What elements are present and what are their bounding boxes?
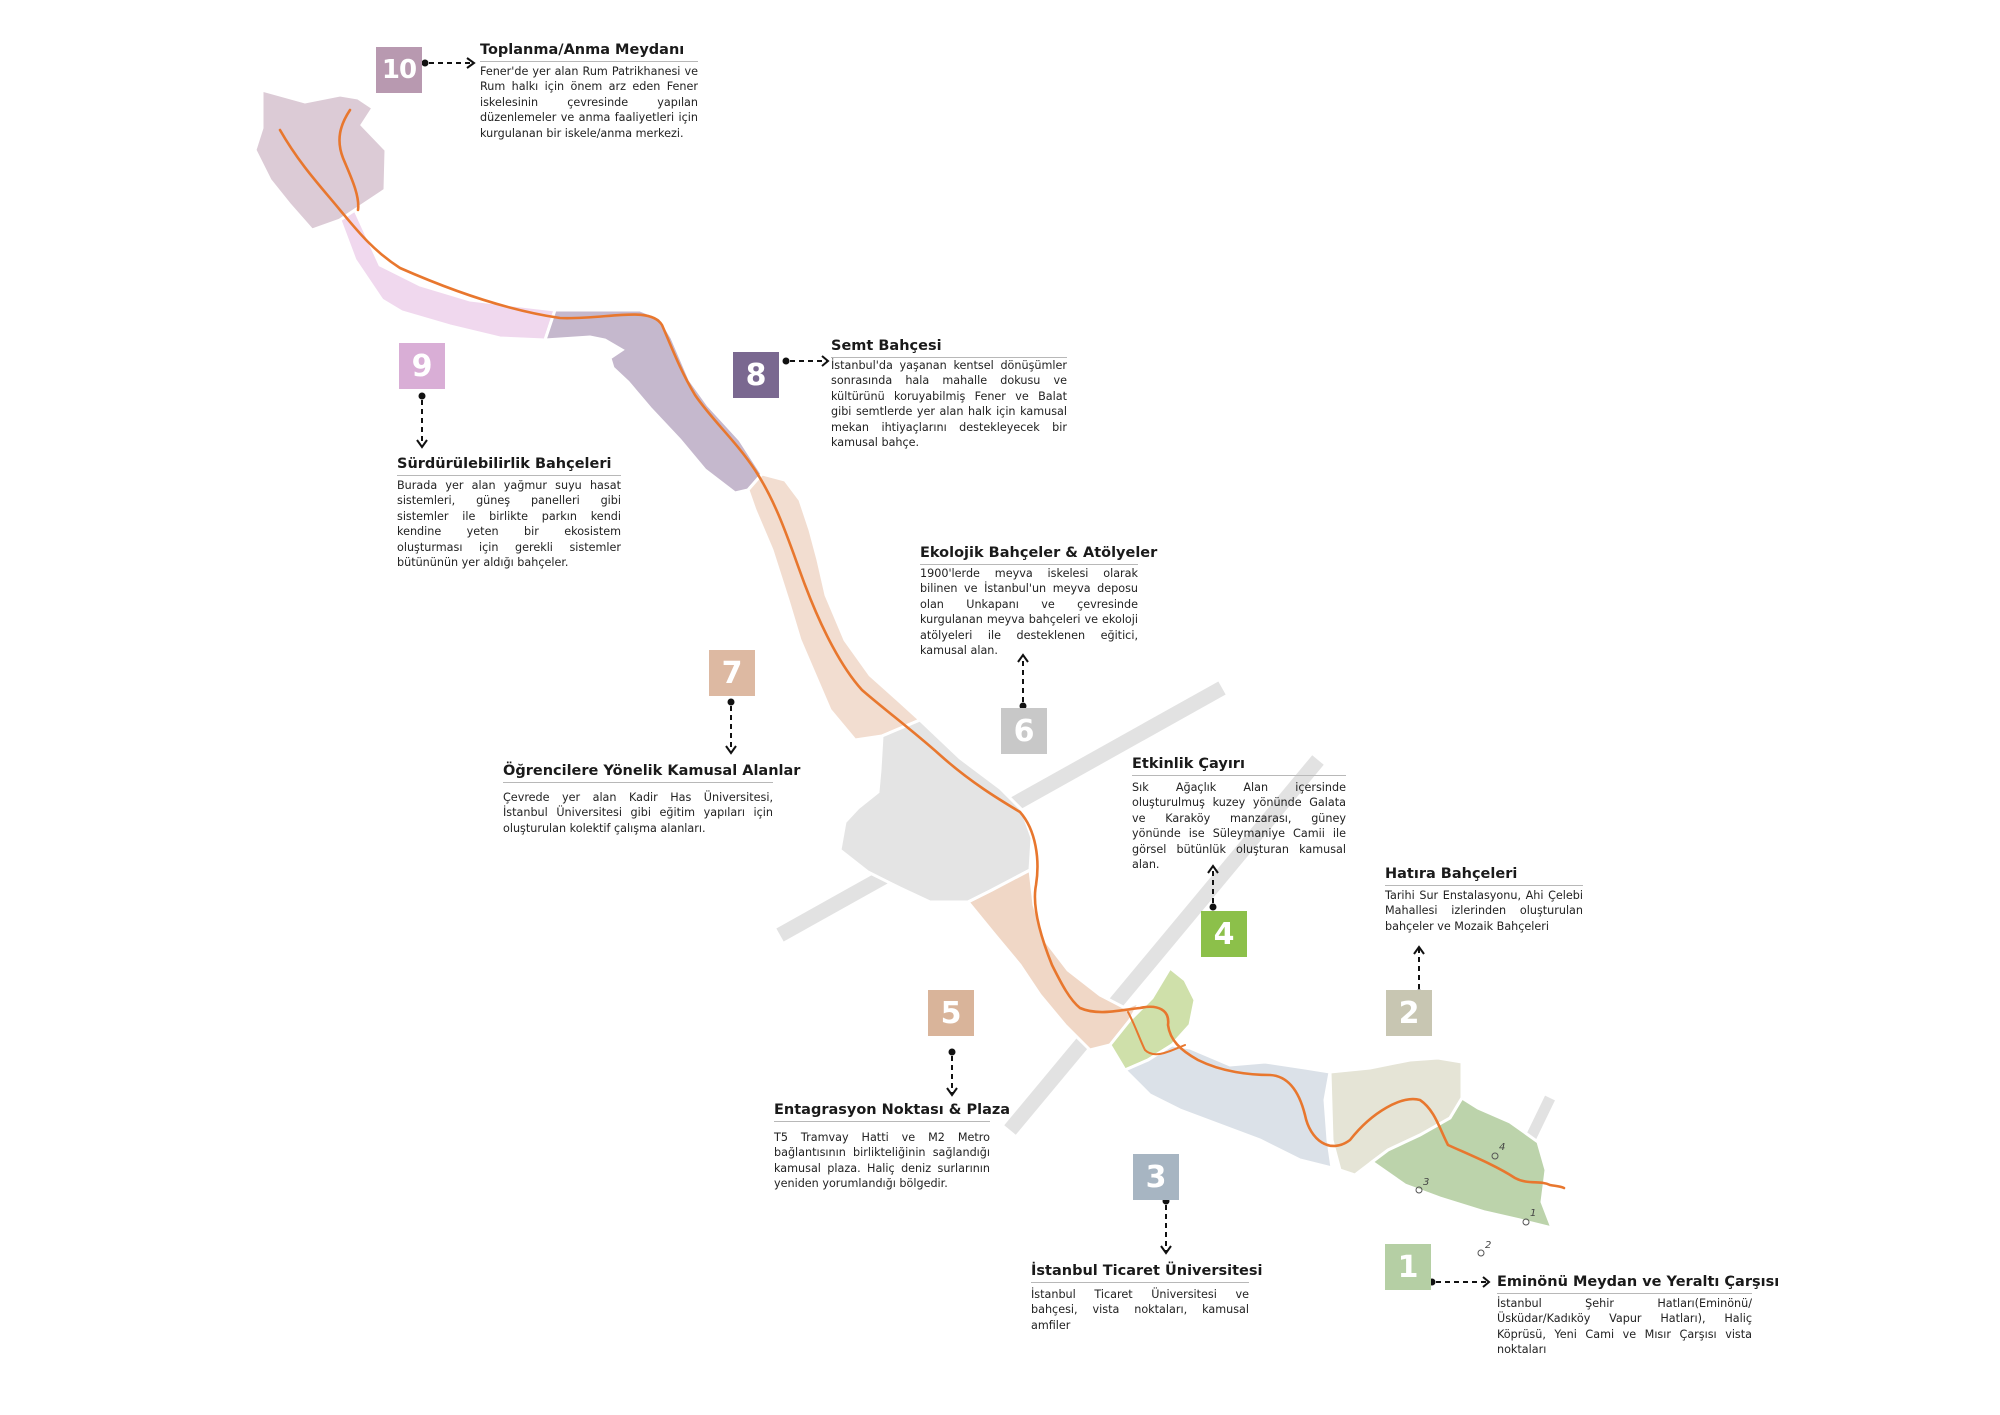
arrow-7 [725,698,737,755]
zone-6-badge: 6 [1001,708,1047,754]
arrow-6 [1017,653,1029,710]
zone-7-area [746,472,923,742]
arrow-3 [1160,1197,1172,1255]
zone-5-description: T5 Tramvay Hatti ve M2 Metro bağlantısın… [774,1131,990,1191]
zone-5-badge: 5 [928,990,974,1036]
vista-point-2-label: 2 [1485,1240,1492,1251]
arrow-5 [946,1048,958,1097]
zone-3-area [1122,1043,1334,1170]
zone-7-description: Çevrede yer alan Kadir Has Üniversitesi,… [503,791,773,835]
zone-1-badge: 1 [1385,1244,1431,1290]
zone-4-badge: 4 [1201,911,1247,957]
zone-8-description: İstanbul'da yaşanan kentsel dönüşümler s… [831,359,1067,450]
arrow-1 [1428,1276,1491,1288]
park-route [278,128,1566,1190]
zone-10-area [253,88,388,232]
zone-7-badge: 7 [709,650,755,696]
arrow-10 [421,57,476,69]
arrow-8 [782,355,830,367]
zone-3-description: İstanbul Ticaret Üniversitesi ve bahçesi… [1031,1288,1249,1332]
zone-8-title: Semt Bahçesi [831,337,1067,358]
zone-8-badge: 8 [733,352,779,398]
arrow-4 [1207,864,1219,911]
zone-9-description: Burada yer alan yağmur suyu hasat sistem… [397,479,621,570]
zone-10-title: Toplanma/Anma Meydanı [480,41,698,62]
zone-3-title: İstanbul Ticaret Üniversitesi [1031,1262,1262,1283]
zone-10-description: Fener'de yer alan Rum Patrikhanesi ve Ru… [480,65,698,140]
bridge-lower [1004,755,1324,1135]
zone-2-description: Tarihi Sur Enstalasyonu, Ahi Çelebi Maha… [1385,889,1583,933]
zone-10-badge: 10 [376,47,422,93]
zone-7-title: Öğrencilere Yönelik Kamusal Alanlar [503,762,800,783]
route-branch-4 [1127,1011,1186,1056]
vista-point-1-label: 1 [1530,1208,1537,1219]
zone-6-description: 1900'lerde meyva iskelesi olarak bilinen… [920,567,1138,658]
zone-2-title: Hatıra Bahçeleri [1385,865,1583,886]
zone-6-title: Ekolojik Bahçeler & Atölyeler [920,544,1157,565]
route-branch-10 [338,108,360,212]
zone-9-title: Sürdürülebilirlik Bahçeleri [397,455,621,476]
zone-1-description: İstanbul Şehir Hatları(Eminönü/Üsküdar/K… [1497,1297,1752,1357]
arrow-9 [416,392,428,449]
vista-point-4-label: 4 [1499,1142,1506,1153]
vista-point-1-marker [1522,1218,1530,1226]
zone-1-area [1369,1095,1555,1231]
zone-4-description: Sık Ağaçlık Alan içersinde oluşturulmuş … [1132,781,1346,872]
zone-8-area [542,308,764,495]
zone-6-area [838,718,1034,904]
vista-point-4-marker [1491,1152,1499,1160]
vista-point-3-marker [1415,1186,1423,1194]
zone-2-badge: 2 [1386,990,1432,1036]
zone-1-title: Eminönü Meydan ve Yeraltı Çarşısı [1497,1273,1779,1294]
zone-4-title: Etkinlik Çayırı [1132,755,1346,776]
zone-9-badge: 9 [399,343,445,389]
zone-5-area [965,867,1144,1052]
zone-9-area [338,207,558,342]
zone-3-badge: 3 [1133,1154,1179,1200]
zone-5-title: Entagrasyon Noktası & Plaza [774,1101,1010,1122]
vista-point-3-label: 3 [1423,1177,1430,1188]
vista-point-2-marker [1477,1249,1485,1257]
